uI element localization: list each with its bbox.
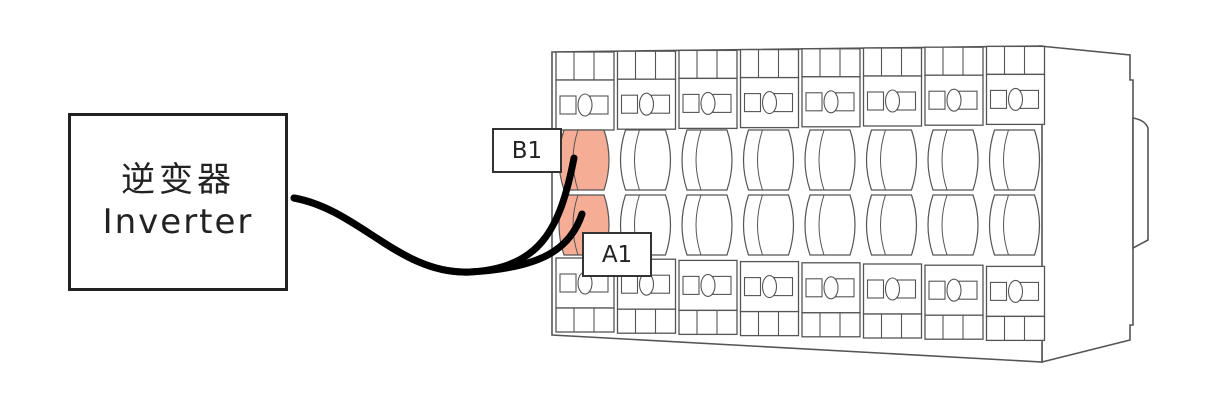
screw-head — [1007, 87, 1024, 111]
terminal-block-clip — [1132, 117, 1149, 250]
screw-slot — [866, 279, 885, 299]
screw-slot — [989, 281, 1008, 301]
inverter-label-cn: 逆变器 — [121, 160, 235, 200]
screw-slot — [620, 94, 639, 114]
bottom-clamp-housing — [862, 313, 923, 339]
wire-port — [742, 194, 795, 256]
wire-port — [681, 129, 733, 191]
bottom-clamp-housing — [616, 308, 677, 334]
screw-slot — [835, 278, 855, 298]
screw-slot — [712, 93, 732, 113]
screw-slot — [743, 93, 762, 113]
screw-slot — [650, 274, 671, 294]
port-edge — [695, 129, 702, 191]
screw-slot — [650, 94, 671, 114]
screw-head — [946, 88, 962, 112]
terminal-block-side — [1039, 45, 1134, 364]
wire-port — [742, 129, 795, 191]
screw-head — [1007, 279, 1024, 303]
bottom-clamp-housing — [678, 309, 738, 336]
wire-port — [804, 129, 856, 191]
screw-slot — [805, 92, 823, 112]
screw-head — [884, 89, 901, 113]
screw-head — [823, 90, 839, 114]
port-edge — [1003, 129, 1009, 191]
port-edge — [941, 194, 948, 256]
inverter-label-en: Inverter — [102, 202, 254, 242]
screw-head — [761, 275, 778, 299]
screw-slot — [559, 95, 577, 115]
port-edge — [757, 194, 763, 256]
screw-slot — [896, 91, 917, 111]
port-edge — [818, 194, 825, 256]
screw-slot — [1019, 281, 1040, 301]
top-clamp-housing — [862, 47, 923, 77]
screw-head — [638, 92, 655, 116]
screw-slot — [559, 273, 577, 293]
wire-port — [988, 129, 1041, 191]
port-edge — [634, 129, 640, 191]
wire-port — [619, 129, 672, 191]
port-edge — [757, 129, 763, 191]
screw-slot — [682, 93, 700, 113]
wire-port — [804, 194, 856, 256]
terminal-label-b1: B1 — [492, 128, 562, 173]
top-clamp-housing — [555, 51, 615, 81]
bottom-clamp-housing — [801, 312, 861, 338]
screw-slot — [682, 275, 700, 295]
screw-slot — [835, 92, 855, 112]
top-clamp-housing — [616, 50, 677, 80]
port-edge — [880, 194, 886, 256]
cable-pair — [290, 154, 586, 276]
screw-slot — [773, 277, 794, 297]
screw-head — [577, 93, 593, 117]
screw-slot — [743, 277, 762, 297]
wire-port — [681, 194, 733, 256]
wire-port — [988, 194, 1041, 256]
top-clamp-housing — [678, 49, 738, 80]
wire-port — [865, 129, 918, 191]
screw-head — [946, 278, 962, 302]
top-clamp-housing — [985, 45, 1046, 76]
screw-slot — [989, 89, 1008, 109]
inverter-box: 逆变器 Inverter — [68, 113, 288, 291]
wire-port — [865, 194, 918, 256]
port-edge — [880, 129, 886, 191]
port-edge — [818, 129, 825, 191]
screw-slot — [620, 274, 639, 294]
terminal-modules — [555, 45, 1046, 342]
screw-slot — [896, 279, 917, 299]
top-clamp-housing — [801, 48, 861, 78]
port-edge — [572, 194, 579, 256]
bottom-clamp-housing — [739, 310, 800, 337]
screw-head — [700, 91, 716, 115]
bottom-clamp-housing — [985, 315, 1046, 342]
wire-port — [927, 194, 979, 256]
screw-head — [700, 273, 716, 297]
bottom-clamp-housing — [924, 314, 984, 340]
screw-slot — [805, 278, 823, 298]
terminal-label-a1: A1 — [582, 232, 652, 277]
screw-slot — [928, 280, 946, 300]
top-clamp-housing — [924, 46, 984, 76]
screw-head — [823, 276, 839, 300]
screw-slot — [589, 95, 609, 115]
port-edge — [941, 129, 948, 191]
port-edge — [1003, 194, 1009, 256]
top-clamp-housing — [739, 48, 800, 79]
port-edge — [695, 194, 702, 256]
screw-slot — [928, 90, 946, 110]
screw-head — [761, 91, 778, 115]
wire-port — [927, 129, 979, 191]
cable-a1 — [290, 194, 586, 276]
screw-slot — [773, 93, 794, 113]
screw-slot — [712, 275, 732, 295]
screw-slot — [958, 280, 978, 300]
screw-slot — [866, 91, 885, 111]
bottom-clamp-housing — [555, 307, 615, 333]
screw-slot — [958, 90, 978, 110]
screw-head — [884, 277, 901, 301]
screw-slot — [1019, 89, 1040, 109]
